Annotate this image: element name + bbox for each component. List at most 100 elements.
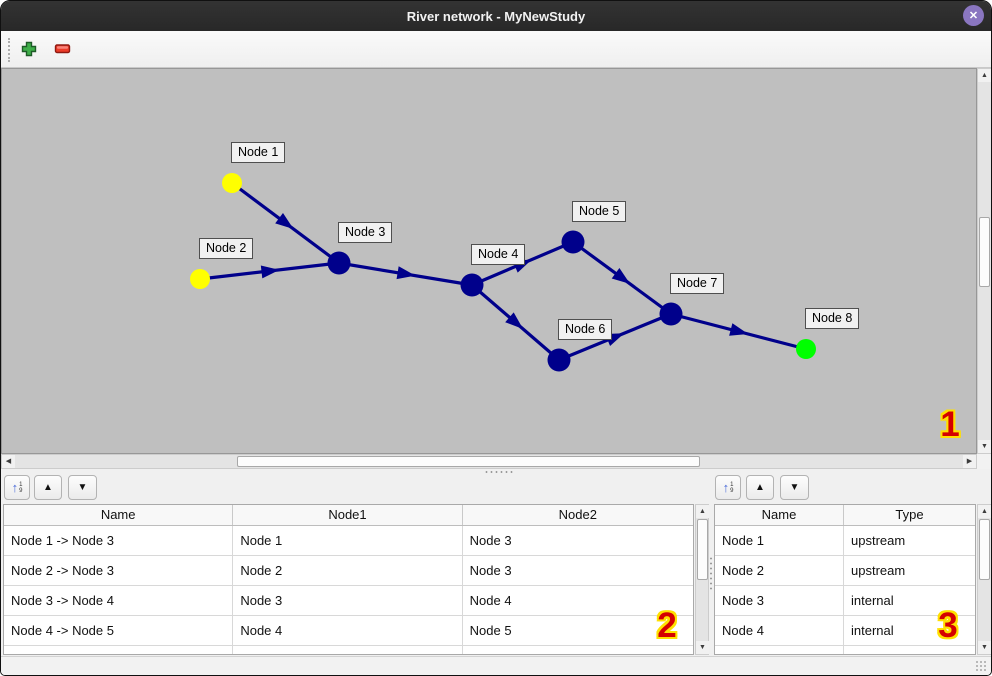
scroll-up-arrow-icon[interactable]: ▲	[978, 505, 991, 518]
nodes-move-up-button[interactable]: ▲	[746, 475, 774, 500]
table-cell[interactable]: Node 1	[715, 526, 845, 556]
scroll-up-arrow-icon[interactable]: ▲	[978, 69, 991, 82]
nodes-table-scrollbar[interactable]: ▲ ▼	[977, 504, 991, 655]
toolbar-drag-handle[interactable]	[8, 38, 12, 62]
canvas-horizontal-scrollbar[interactable]: ◀ ▶	[1, 454, 977, 469]
network-node-node-2[interactable]	[190, 269, 210, 289]
table-cell[interactable]: Node 1 -> Node 3	[4, 526, 234, 556]
node-label[interactable]: Node 1	[231, 142, 286, 163]
network-node-node-7[interactable]	[659, 302, 683, 326]
table-cell[interactable]: Node 3 -> Node 4	[4, 586, 234, 616]
links-sort-button[interactable]: ↑ 1 9	[4, 475, 30, 500]
scroll-down-arrow-icon[interactable]: ▼	[978, 641, 991, 654]
canvas-vertical-scrollbar[interactable]: ▲ ▼	[977, 68, 991, 454]
column-header[interactable]: Name	[4, 505, 234, 525]
annotation-number: 3	[938, 606, 958, 645]
scroll-left-arrow-icon[interactable]: ◀	[2, 455, 15, 468]
table-cell[interactable]: Node 3	[462, 526, 693, 556]
horizontal-scroll-thumb[interactable]	[237, 456, 700, 467]
table-cell[interactable]: Node 2 -> Node 3	[4, 556, 234, 586]
add-button[interactable]	[17, 37, 41, 61]
network-node-node-4[interactable]	[460, 273, 484, 297]
links-move-up-button[interactable]: ▲	[34, 475, 62, 500]
table-cell[interactable]: Node 1	[233, 526, 463, 556]
scroll-down-arrow-icon[interactable]: ▼	[978, 440, 991, 453]
vertical-scroll-thumb[interactable]	[979, 519, 990, 580]
table-cell[interactable]: Node 5	[462, 616, 693, 646]
network-edge[interactable]	[572, 240, 672, 316]
empty-row	[715, 646, 975, 654]
column-header[interactable]: Type	[895, 507, 924, 522]
network-node-node-6[interactable]	[547, 348, 571, 372]
network-node-node-8[interactable]	[796, 339, 816, 359]
node-label[interactable]: Node 5	[572, 201, 627, 222]
titlebar: River network - MyNewStudy ✕	[1, 1, 991, 31]
table-cell[interactable]: Node 2	[233, 556, 463, 586]
table-cell[interactable]: Node 4	[715, 616, 845, 646]
close-button[interactable]: ✕	[963, 5, 984, 26]
column-header[interactable]: Node1	[233, 505, 463, 525]
edge-arrow-icon	[611, 268, 631, 284]
table-cell	[844, 646, 975, 654]
network-canvas[interactable]: Node 1 Node 2 Node 3 Node 4 Node 5 Node 6 Node…	[1, 68, 977, 454]
close-icon: ✕	[968, 9, 979, 22]
table-cell[interactable]: upstream	[844, 526, 975, 556]
splitter-handle-icon	[710, 556, 712, 590]
table-cell[interactable]: Node 4 -> Node 5	[4, 616, 234, 646]
vertical-scroll-thumb[interactable]	[979, 217, 990, 287]
vertical-splitter[interactable]	[709, 504, 714, 655]
window-title: River network - MyNewStudy	[406, 8, 586, 24]
links-move-down-button[interactable]: ▼	[68, 475, 97, 500]
remove-button[interactable]	[51, 37, 75, 61]
table-cell	[233, 646, 463, 654]
node-label[interactable]: Node 2	[199, 238, 254, 259]
scroll-up-arrow-icon[interactable]: ▲	[696, 505, 709, 518]
node-label[interactable]: Node 8	[805, 308, 860, 329]
node-label[interactable]: Node 4	[471, 244, 526, 265]
edge-arrow-icon	[729, 323, 749, 336]
scroll-down-arrow-icon[interactable]: ▼	[696, 641, 709, 654]
network-edge[interactable]	[199, 261, 340, 281]
table-cell[interactable]: Node 4	[462, 586, 693, 616]
network-edge[interactable]	[470, 283, 561, 362]
edge-arrow-icon	[275, 213, 294, 229]
network-edge[interactable]	[338, 261, 473, 287]
table-cell[interactable]: upstream	[844, 556, 975, 586]
network-node-node-5[interactable]	[561, 230, 585, 254]
nodes-move-down-button[interactable]: ▼	[780, 475, 809, 500]
column-header[interactable]: Name	[715, 505, 845, 525]
network-edge[interactable]	[231, 181, 340, 265]
resize-grip-icon[interactable]	[975, 660, 987, 672]
node-label[interactable]: Node 3	[338, 222, 393, 243]
network-node-node-1[interactable]	[222, 173, 242, 193]
down-triangle-icon: ▼	[77, 482, 88, 493]
table-cell[interactable]: Node 3	[715, 586, 845, 616]
node-label[interactable]: Node 6	[558, 319, 613, 340]
down-triangle-icon: ▼	[789, 482, 800, 493]
nodes-sort-button[interactable]: ↑ 1 9	[715, 475, 741, 500]
table-cell[interactable]: internal	[844, 616, 975, 646]
links-table-scrollbar[interactable]: ▲ ▼	[695, 504, 709, 655]
network-svg	[190, 173, 816, 372]
table-cell[interactable]: internal	[844, 586, 975, 616]
node-label[interactable]: Node 7	[670, 273, 725, 294]
horizontal-splitter[interactable]	[1, 469, 991, 474]
vertical-scroll-thumb[interactable]	[697, 519, 708, 580]
table-cell[interactable]: Node 3	[233, 586, 463, 616]
network-edge[interactable]	[670, 312, 807, 351]
scroll-right-arrow-icon[interactable]: ▶	[963, 455, 976, 468]
table-cell[interactable]: Node 4	[233, 616, 463, 646]
table-cell[interactable]: Node 3	[462, 556, 693, 586]
table-cell[interactable]: Node 2	[715, 556, 845, 586]
column-header[interactable]: Node2	[558, 507, 597, 522]
network-node-node-3[interactable]	[327, 251, 351, 275]
